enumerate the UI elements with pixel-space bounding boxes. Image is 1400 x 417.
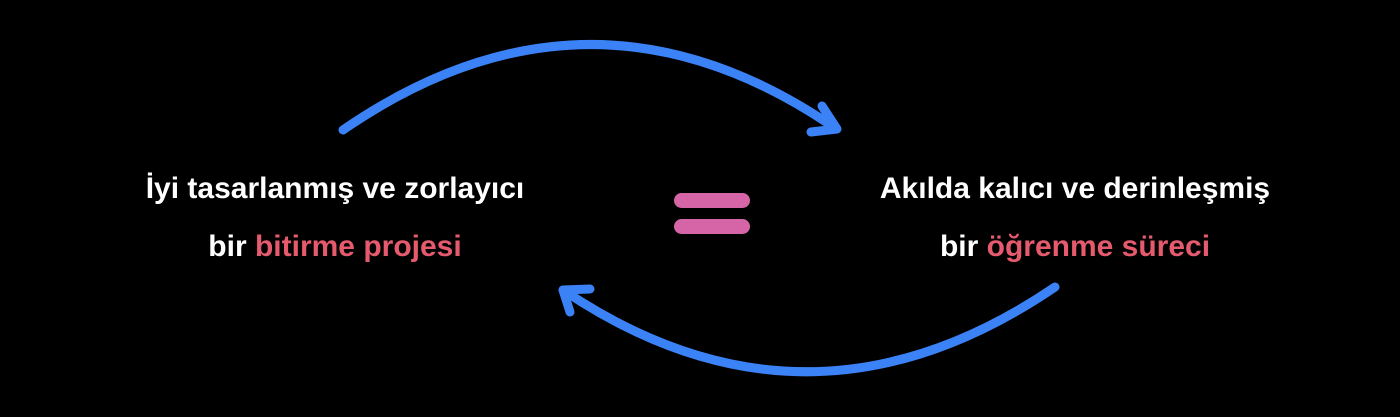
left-node-highlight: bitirme projesi — [254, 230, 462, 263]
equals-bar-top — [674, 193, 750, 208]
arrow-bottom-head-icon — [558, 284, 595, 317]
right-node-highlight: öğrenme süreci — [986, 230, 1211, 263]
left-node-line2: bir bitirme projesi — [40, 218, 630, 276]
arrow-bottom — [558, 282, 1060, 377]
left-node-prefix: bir — [208, 230, 255, 263]
right-node-prefix: bir — [939, 230, 987, 263]
equals-bar-bottom — [674, 219, 750, 234]
arrow-top — [338, 40, 842, 137]
right-node: Akılda kalıcı ve derinleşmiş bir öğrenme… — [790, 160, 1360, 276]
left-node-line1: İyi tasarlanmış ve zorlayıcı — [145, 172, 525, 205]
arrow-top-curve — [338, 40, 840, 135]
right-node-line2: bir öğrenme süreci — [790, 218, 1360, 276]
left-node: İyi tasarlanmış ve zorlayıcı bir bitirme… — [40, 160, 630, 276]
arrow-top-head-icon — [806, 101, 842, 137]
equals-icon — [674, 193, 750, 235]
right-node-line1: Akılda kalıcı ve derinleşmiş — [879, 172, 1271, 205]
arrow-bottom-curve — [558, 282, 1060, 377]
